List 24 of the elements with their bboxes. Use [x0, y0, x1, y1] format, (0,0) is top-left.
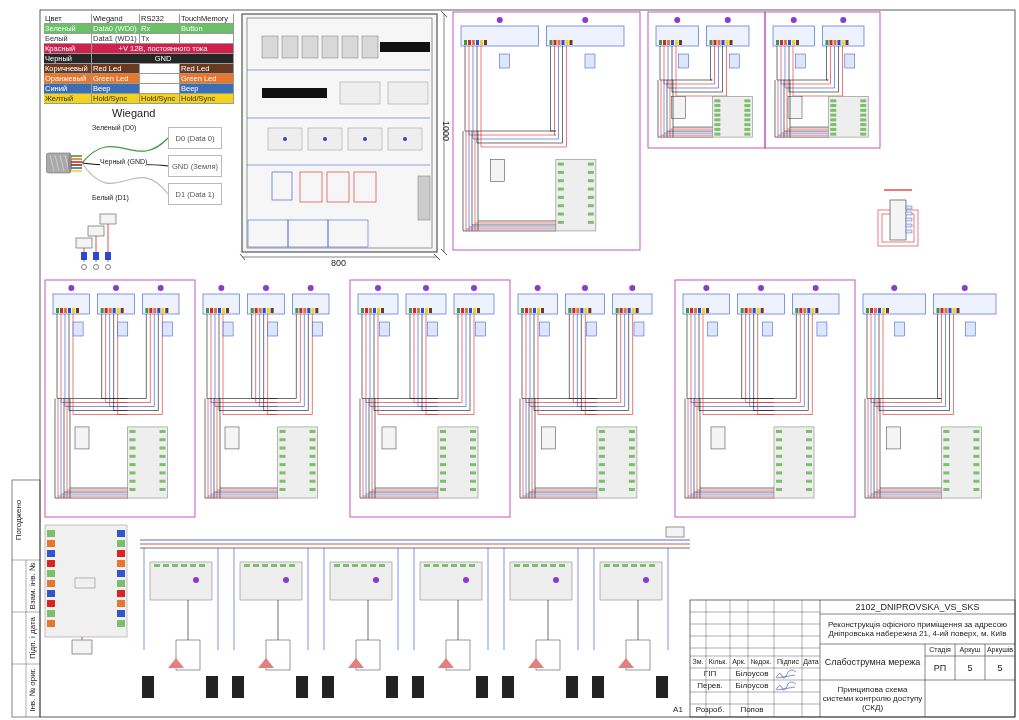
stamp-text: Взам. інв. №	[28, 562, 38, 610]
title-block-text: Попов	[739, 704, 765, 716]
dimension-label: 800	[331, 259, 347, 269]
title-block-text: Білоусов	[734, 668, 770, 680]
stamp-text: Інв. № ориг.	[28, 668, 38, 712]
title-block-text: РП	[932, 661, 948, 675]
project-code: 2102_DNIPROVSKA_VS_SKS	[854, 600, 981, 614]
dimension-label: 1000	[440, 120, 450, 141]
stamp-text: Погоджено	[14, 499, 24, 541]
title-block-text: А1	[672, 704, 684, 716]
title-block-text: Перев.	[696, 680, 724, 692]
drawing-title: Принципова схема системи контролю доступу (СКД)	[822, 683, 923, 715]
section-title: Слабострумна мережа	[823, 655, 922, 669]
title-block-text: Білоусов	[734, 680, 770, 692]
stamp-text: Підп. і дата	[28, 617, 38, 659]
section-heading: Wiegand	[112, 107, 156, 120]
title-block-text: 5	[996, 661, 1004, 675]
title-block-text: 5	[966, 661, 974, 675]
title-block-text: Розроб.	[694, 704, 726, 716]
wire	[81, 137, 169, 164]
cable-drawing	[46, 150, 82, 176]
project-description: Реконструкція офісного приміщення за адресою Дніпровська набережна 21, 4-ий поверх, м. Київ	[826, 618, 1009, 640]
wire	[81, 162, 169, 195]
title-block-text: ГІП	[702, 668, 718, 680]
